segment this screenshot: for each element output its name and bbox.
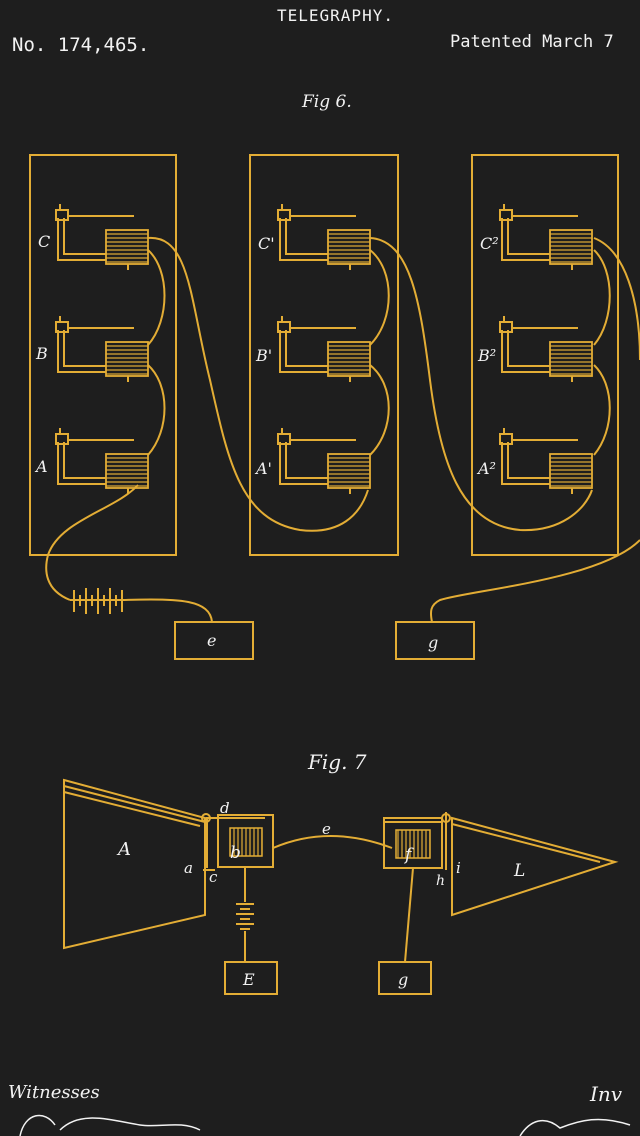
relay-stand-2-2	[501, 442, 550, 485]
inventor-label: Inv	[590, 1082, 623, 1106]
panel-frame-1	[29, 154, 177, 556]
panel-frame-3	[471, 154, 619, 556]
cone-A-shade	[63, 785, 206, 823]
signature-left	[19, 1114, 201, 1136]
label-A1: A'	[254, 459, 272, 478]
wire-col1-top	[147, 249, 166, 346]
fig7-caption: Fig. 7	[308, 750, 367, 774]
relay-coil-0-0	[105, 229, 149, 265]
relay-stand-1-2	[279, 442, 328, 485]
wire-to-g	[430, 539, 640, 623]
label-B2: B²	[477, 346, 496, 365]
box-g-label: g	[428, 633, 438, 652]
label-a: a	[184, 859, 193, 877]
relay-stand-0-0	[57, 218, 106, 261]
wire-f-down	[404, 867, 414, 963]
relay-stand-2-0	[501, 218, 550, 261]
wire-battery-to-e	[124, 598, 213, 623]
label-e: e	[322, 820, 331, 838]
box-E	[224, 961, 278, 995]
box-g-fig7	[378, 961, 432, 995]
panel-frame-2	[249, 154, 399, 556]
label-C2: C²	[480, 234, 499, 253]
relay-coil-0-2	[105, 453, 149, 489]
relay-stand-1-1	[279, 330, 328, 373]
label-A2: A²	[476, 459, 496, 478]
magnet-f-coil	[395, 829, 431, 859]
fig7-diagram: A a b c d e f h i L	[63, 778, 619, 995]
wire-col3-mid	[593, 364, 611, 456]
relay-coil-1-0	[327, 229, 371, 265]
battery-fig6	[70, 588, 125, 614]
box-e-label: e	[207, 631, 216, 650]
wire-col1-mid	[147, 364, 166, 456]
relay-coil-1-2	[327, 453, 371, 489]
label-b: b	[230, 843, 241, 863]
signature-right	[519, 1118, 631, 1136]
wire-col2-mid	[369, 364, 390, 456]
magnet-b	[217, 814, 274, 868]
label-d: d	[220, 799, 230, 817]
label-C1: C'	[258, 234, 275, 253]
label-L: L	[513, 861, 525, 881]
cone-L	[451, 816, 619, 917]
box-g	[395, 621, 475, 660]
label-c: c	[209, 868, 218, 886]
wire-A-to-battery	[45, 484, 139, 601]
witnesses-label: Witnesses	[8, 1082, 100, 1103]
battery-fig7	[236, 903, 254, 930]
patent-number: No. 174,465.	[12, 34, 150, 56]
label-C: C	[38, 232, 50, 251]
label-A: A	[34, 457, 48, 476]
relay-stand-0-1	[57, 330, 106, 373]
fig6-diagram: C B A C' B' A' C² B² A²	[29, 154, 640, 660]
relay-coil-2-0	[549, 229, 593, 265]
label-A-fig7: A	[116, 839, 131, 860]
wire-col2-to-col3	[369, 237, 593, 532]
wire-col2-top	[369, 249, 390, 346]
box-e	[174, 621, 254, 660]
wire-col1-to-col2	[147, 236, 369, 532]
relay-coil-2-2	[549, 453, 593, 489]
label-h: h	[436, 873, 445, 889]
label-i: i	[456, 859, 461, 877]
magnet-b-coil	[229, 827, 263, 857]
wire-col3-out	[593, 237, 640, 361]
wire-e	[272, 835, 393, 849]
cone-A	[63, 778, 206, 950]
wire-col3-top	[593, 249, 611, 346]
relay-coil-0-1	[105, 341, 149, 377]
relay-stand-0-2	[57, 442, 106, 485]
patented-date: Patented March 7	[450, 32, 614, 52]
label-B: B	[35, 344, 48, 363]
relay-coil-2-1	[549, 341, 593, 377]
label-f: f	[403, 845, 414, 865]
header-title: TELEGRAPHY.	[277, 6, 394, 25]
box-E-label: E	[242, 970, 255, 989]
relay-stand-1-0	[279, 218, 328, 261]
fig6-caption: Fig 6.	[302, 92, 352, 112]
label-B1: B'	[255, 346, 272, 365]
relay-coil-1-1	[327, 341, 371, 377]
box-g-fig7-label: g	[398, 970, 408, 989]
relay-stand-2-1	[501, 330, 550, 373]
